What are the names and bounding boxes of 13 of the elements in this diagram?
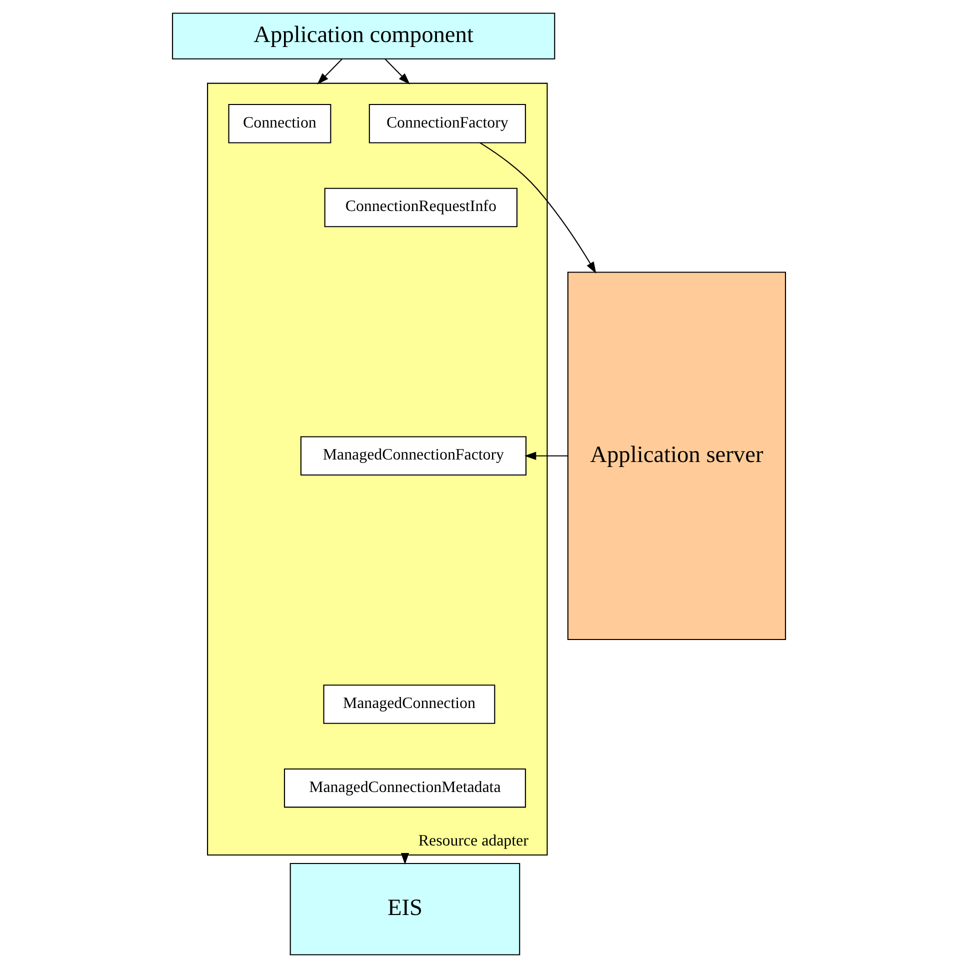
- node-box: Application server: [567, 271, 786, 640]
- arrow: [384, 58, 410, 84]
- node-box: ManagedConnection: [323, 684, 496, 724]
- node-box: ManagedConnectionMetadata: [284, 768, 526, 808]
- node-box: EIS: [290, 862, 520, 955]
- arrow: [317, 58, 342, 84]
- arrow: [480, 142, 596, 274]
- node-box: ConnectionFactory: [368, 104, 526, 143]
- node-box: ManagedConnectionFactory: [300, 436, 526, 475]
- node-box: ConnectionRequestInfo: [324, 187, 518, 227]
- node-box: Application component: [172, 12, 556, 59]
- node-box: Connection: [228, 104, 332, 143]
- arrow: [524, 451, 568, 460]
